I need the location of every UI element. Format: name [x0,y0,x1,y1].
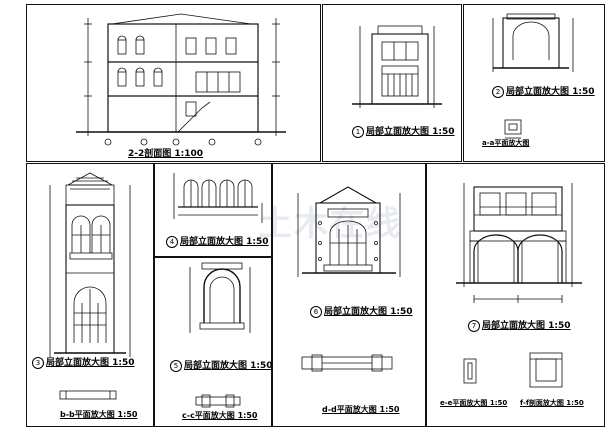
detail-3-drawing [49,172,131,400]
detail-4-drawing [173,173,263,223]
detail-6-drawing [297,186,401,372]
title-plan-f: f-f剖面放大图 1:50 [520,399,584,407]
frame-detail-6 [272,163,426,427]
detail-7-drawing [456,183,582,388]
frame-detail-4 [154,163,272,257]
title-plan-e: e-e平面放大图 1:50 [440,399,508,407]
title-plan-a: a-a平面放大图 [482,139,530,147]
title-plan-c: c-c平面放大图 1:50 [182,411,258,420]
title-section-2-2: 2-2剖面图 1:100 [128,149,204,159]
frame-detail-1 [322,4,462,162]
frame-detail-2 [463,4,605,162]
frame-detail-5 [154,257,272,427]
detail-2-drawing [492,13,574,139]
watermark: 土木在线 [258,204,402,244]
title-plan-b: b-b平面放大图 1:50 [60,410,138,419]
frame-section-2-2 [26,4,321,162]
frame-detail-7 [426,163,605,427]
title-plan-d: d-d平面放大图 1:50 [322,405,400,414]
frame-detail-3 [26,163,154,427]
detail-1-drawing [352,25,442,108]
detail-5-drawing [189,262,251,408]
section-2-2-drawing [76,13,286,146]
